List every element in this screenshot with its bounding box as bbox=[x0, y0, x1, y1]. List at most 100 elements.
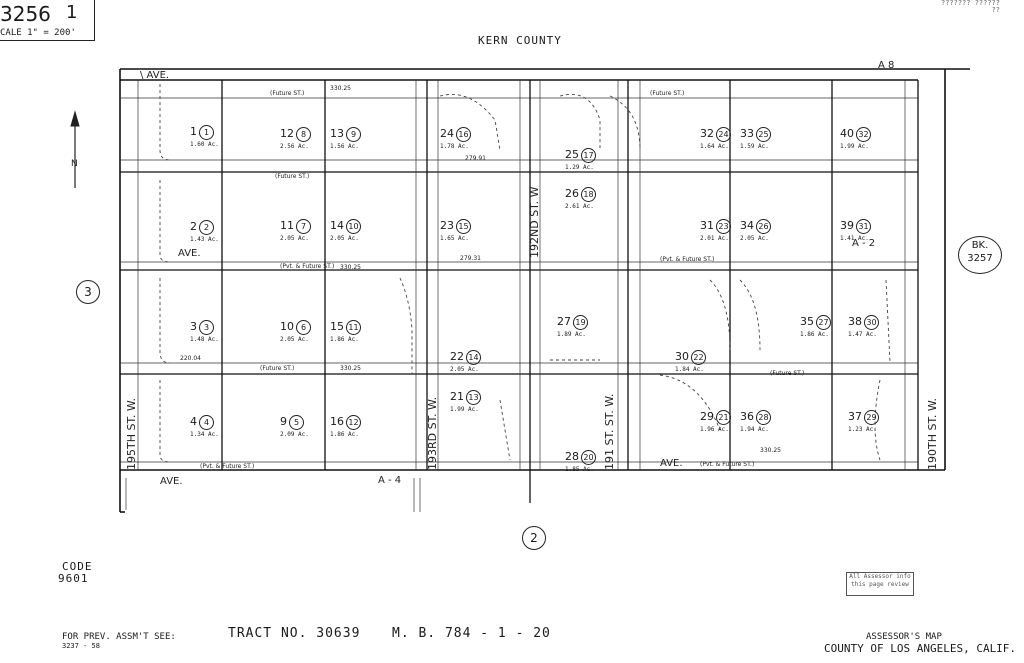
assessor-map-label: ASSESSOR'S MAP bbox=[866, 632, 942, 642]
street-190th: 190TH ST. W. bbox=[926, 398, 939, 470]
lot-acres: 1.78 Ac. bbox=[440, 143, 469, 150]
future-st-6: (Future ST.) bbox=[260, 365, 294, 372]
parcel-circle: 32 bbox=[856, 127, 871, 142]
adjacent-book-label: BK. bbox=[971, 240, 989, 251]
lot-number: 26 bbox=[565, 187, 579, 200]
parcel-circle: 11 bbox=[346, 320, 361, 335]
map-book-reference: M. B. 784 - 1 - 20 bbox=[392, 626, 551, 641]
parcel-circle: 12 bbox=[346, 415, 361, 430]
lot-number: 28 bbox=[565, 450, 579, 463]
street-193rd: 193RD ST. W. bbox=[426, 397, 439, 470]
lot-acres: 1.60 Ac. bbox=[190, 141, 219, 148]
lot-acres: 1.89 Ac. bbox=[557, 331, 586, 338]
lot-acres: 1.65 Ac. bbox=[440, 235, 469, 242]
parcel-circle: 21 bbox=[716, 410, 731, 425]
lot-acres: 1.86 Ac. bbox=[800, 331, 829, 338]
lot-acres: 1.94 Ac. bbox=[740, 426, 769, 433]
parcel-circle: 25 bbox=[756, 127, 771, 142]
lot-acres: 1.29 Ac. bbox=[565, 164, 594, 171]
code-label: CODE bbox=[62, 560, 93, 573]
parcel-circle: 2 bbox=[199, 220, 214, 235]
future-st-9: (Pvt. & Future ST.) bbox=[700, 461, 754, 468]
lot-number: 36 bbox=[740, 410, 754, 423]
parcel-circle: 19 bbox=[573, 315, 588, 330]
street-192nd: 192ND ST. W bbox=[528, 186, 541, 258]
road-top-right: A 8 bbox=[878, 60, 894, 71]
parcel-circle: 18 bbox=[581, 187, 596, 202]
road-bottom-left: AVE. bbox=[160, 476, 183, 487]
dimension-5: 279.91 bbox=[465, 155, 486, 162]
lot-acres: 1.96 Ac. bbox=[700, 426, 729, 433]
parcel-circle: 20 bbox=[581, 450, 596, 465]
code-value: 9601 bbox=[58, 572, 89, 585]
stamp-line-1: All Assessor info bbox=[849, 573, 911, 580]
lot-acres: 2.05 Ac. bbox=[450, 366, 479, 373]
lot-acres: 2.56 Ac. bbox=[280, 143, 309, 150]
page-number: 1 bbox=[66, 2, 78, 23]
lot-acres: 1.84 Ac. bbox=[675, 366, 704, 373]
lot-acres: 1.86 Ac. bbox=[330, 336, 359, 343]
lot-number: 16 bbox=[330, 415, 344, 428]
lot-acres: 2.05 Ac. bbox=[280, 235, 309, 242]
stamp-line-2: this page review bbox=[851, 581, 909, 588]
parcel-circle: 5 bbox=[289, 415, 304, 430]
lot-acres: 1.99 Ac. bbox=[450, 406, 479, 413]
lot-acres: 2.05 Ac. bbox=[330, 235, 359, 242]
lot-number: 4 bbox=[190, 415, 197, 428]
future-st-1: (Future ST.) bbox=[270, 90, 304, 97]
lot-acres: 1.56 Ac. bbox=[330, 143, 359, 150]
parcel-circle: 31 bbox=[856, 219, 871, 234]
kern-county-label: KERN COUNTY bbox=[478, 34, 562, 47]
dimension-4: 330.25 bbox=[760, 447, 781, 454]
lot-number: 37 bbox=[848, 410, 862, 423]
lot-number: 33 bbox=[740, 127, 754, 140]
lot-acres: 2.09 Ac. bbox=[280, 431, 309, 438]
lot-number: 10 bbox=[280, 320, 294, 333]
svg-text:N: N bbox=[71, 159, 78, 169]
lot-number: 25 bbox=[565, 148, 579, 161]
map-scale: CALE 1" = 200' bbox=[0, 28, 76, 38]
review-stamp: All Assessor info this page review bbox=[846, 572, 914, 596]
book-number: 3256 bbox=[0, 2, 51, 26]
lot-number: 3 bbox=[190, 320, 197, 333]
lot-acres: 1.47 Ac. bbox=[848, 331, 877, 338]
parcel-circle: 4 bbox=[199, 415, 214, 430]
parcel-circle: 22 bbox=[691, 350, 706, 365]
parcel-circle: 9 bbox=[346, 127, 361, 142]
lot-number: 30 bbox=[675, 350, 689, 363]
dimension-7: 220.04 bbox=[180, 355, 201, 362]
lot-acres: 1.86 Ac. bbox=[330, 431, 359, 438]
lot-acres: 1.41 Ac. bbox=[840, 235, 869, 242]
street-191st: 191 ST. ST. W. bbox=[603, 394, 616, 470]
road-mid-ave: AVE. bbox=[178, 248, 201, 259]
lot-acres: 1.43 Ac. bbox=[190, 236, 219, 243]
lot-number: 27 bbox=[557, 315, 571, 328]
road-top-left: \ AVE. bbox=[140, 70, 169, 81]
lot-acres: 1.85 Ac. bbox=[565, 466, 594, 473]
lot-acres: 1.48 Ac. bbox=[190, 336, 219, 343]
parcel-circle: 6 bbox=[296, 320, 311, 335]
parcel-circle: 27 bbox=[816, 315, 831, 330]
lot-number: 13 bbox=[330, 127, 344, 140]
